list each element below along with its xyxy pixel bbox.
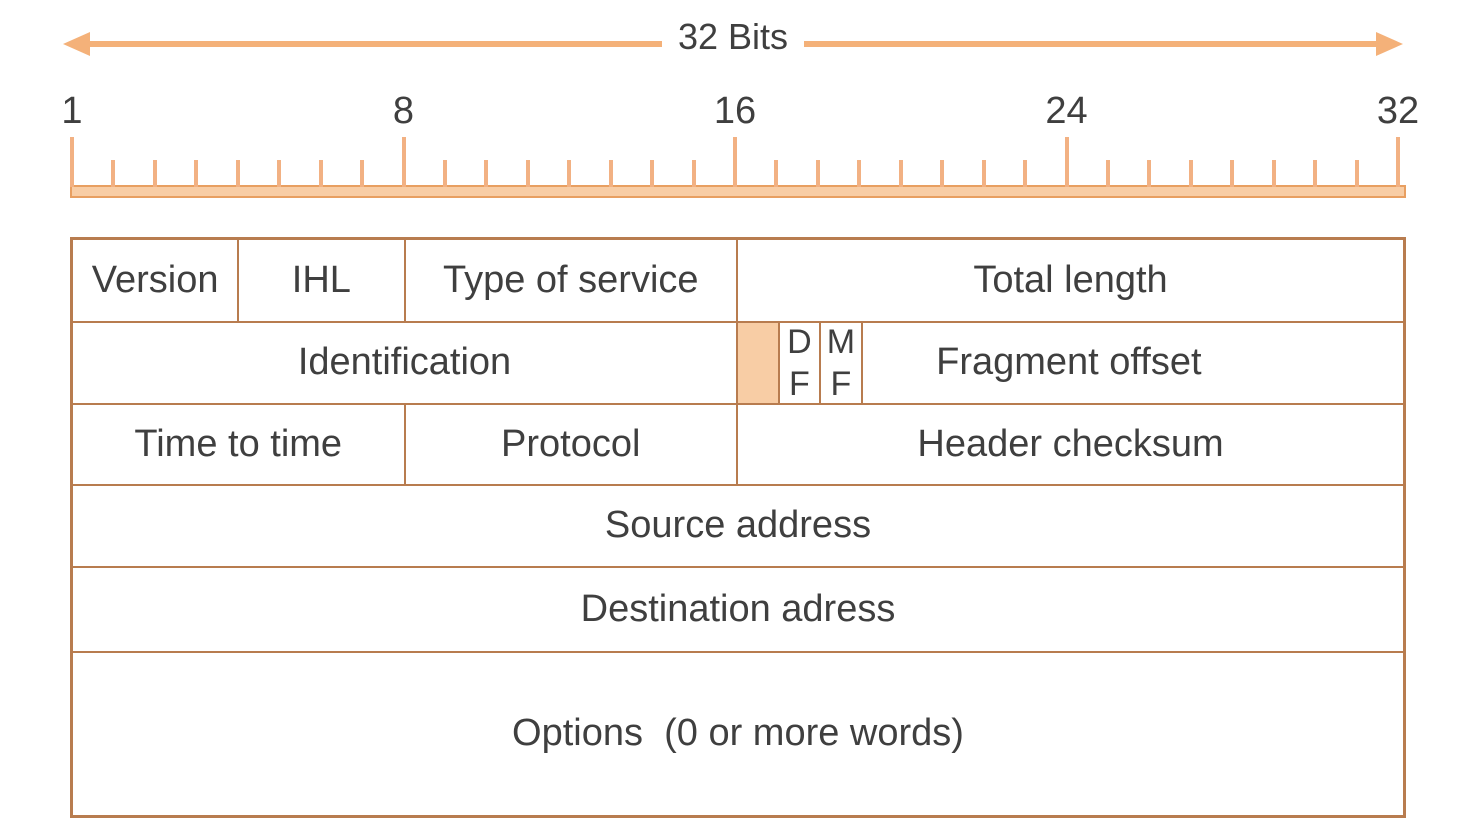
ruler-minor-tick [774,160,779,187]
ruler-minor-tick [650,160,655,187]
ruler-minor-tick [484,160,489,187]
field-mf-flag: M F [821,323,863,405]
ruler-minor-tick [360,160,365,187]
ruler-minor-tick [567,160,572,187]
field-fragment-offset: Fragment offset [862,323,1403,405]
ruler-minor-tick [981,160,986,187]
ruler-minor-tick [608,160,613,187]
ruler-minor-tick [691,160,696,187]
ruler-minor-tick [1105,160,1110,187]
arrow-line-right [804,41,1376,47]
ruler-number: 24 [1045,90,1088,132]
ruler-minor-tick [857,160,862,187]
ruler-major-tick [1396,137,1400,187]
arrow-left-head-icon [63,32,90,56]
field-version: Version [73,240,240,323]
ruler-number: 8 [392,90,415,132]
ruler-minor-tick [815,160,820,187]
field-source-address: Source address [73,486,1403,568]
ruler-minor-tick [525,160,530,187]
field-df-flag: D F [779,323,822,405]
bits-arrow-label: 32 Bits [677,16,789,57]
ruler-major-tick [70,137,74,187]
ruler-minor-tick [152,160,157,187]
arrow-right-head-icon [1376,32,1403,56]
ruler-minor-tick [1188,160,1193,187]
field-reserved-flag [738,323,780,405]
field-protocol: Protocol [405,405,738,486]
ruler-minor-tick [111,160,116,187]
ruler-minor-tick [318,160,323,187]
arrow-line-left [90,41,662,47]
ruler-minor-tick [1147,160,1152,187]
ruler-minor-tick [277,160,282,187]
bits-width-arrow: 32 Bits [63,19,1403,60]
ruler-minor-tick [194,160,199,187]
ruler-minor-tick [442,160,447,187]
ruler-major-tick [401,137,406,187]
ruler-number: 1 [61,90,83,132]
field-header-checksum: Header checksum [738,405,1403,486]
ruler-minor-tick [1313,160,1318,187]
ruler-major-tick [733,137,737,187]
ruler-minor-tick [898,160,903,187]
field-ihl: IHL [239,240,406,323]
ruler-minor-tick [940,160,945,187]
ruler-minor-tick [1230,160,1235,187]
ruler-minor-tick [235,160,240,187]
field-total-length: Total length [738,240,1403,323]
field-options: Options (0 or more words) [73,653,1403,815]
ruler-minor-tick [1023,160,1028,187]
field-time-to-time: Time to time [73,405,406,486]
ruler-number: 16 [713,90,757,132]
field-destination-adress: Destination adress [73,568,1403,653]
bit-ruler: 1 8 16 24 32 [61,90,1419,198]
ruler-minor-tick [1354,160,1359,187]
ruler-number: 32 [1376,90,1420,132]
field-identification: Identification [73,323,738,405]
ruler-major-tick [1064,137,1069,187]
field-type-of-service: Type of service [405,240,738,323]
ruler-minor-tick [1271,160,1276,187]
ruler-bar [70,185,1406,198]
